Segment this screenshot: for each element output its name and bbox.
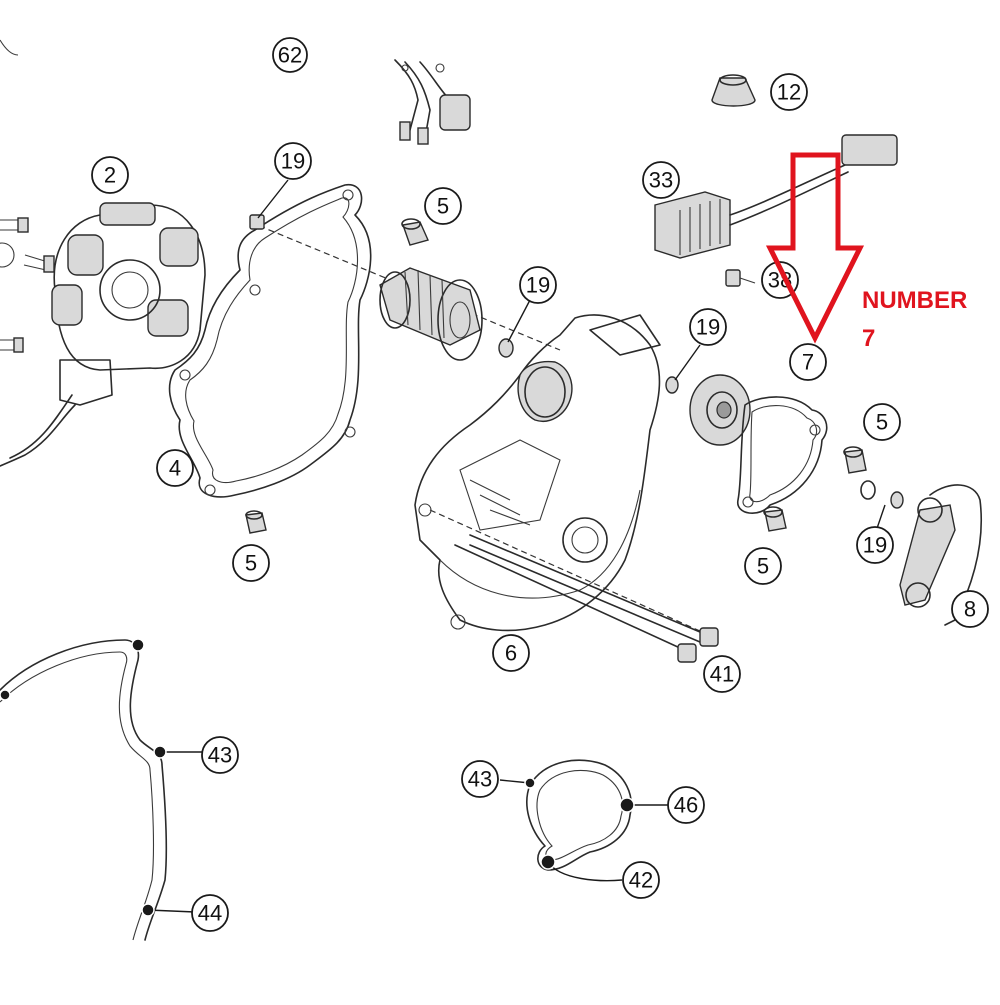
svg-text:NUMBER: NUMBER [862,287,967,314]
callout-19-middle: 19 [519,266,557,304]
svg-text:2: 2 [104,163,116,188]
callout-2: 2 [91,156,129,194]
svg-text:41: 41 [710,662,734,687]
svg-text:46: 46 [674,793,698,818]
svg-text:5: 5 [437,194,449,219]
callout-6: 6 [492,634,530,672]
svg-text:44: 44 [198,901,222,926]
dowel-pin-middle [763,506,787,532]
bolt-38 [725,269,756,287]
callout-5-left: 5 [232,544,270,582]
svg-text:12: 12 [777,80,801,105]
svg-text:4: 4 [169,456,181,481]
svg-text:7: 7 [802,350,814,375]
water-pump-gasket [526,759,632,871]
svg-text:19: 19 [863,533,887,558]
dowel-pin-right [843,446,867,474]
callout-5-lower-right: 5 [744,547,782,585]
svg-text:19: 19 [696,315,720,340]
callout-4: 4 [156,449,194,487]
screw-19-left [249,214,265,230]
clutch-cover-gasket [0,639,168,941]
callout-62: 62 [272,37,308,73]
callout-19-lower-right: 19 [856,526,894,564]
cover-bolts-41 [454,534,719,663]
voltage-regulator [654,134,898,259]
assembly-axis-line [249,221,561,351]
svg-text:33: 33 [649,168,673,193]
small-gasket [737,396,828,514]
ignition-cover [414,314,661,632]
callout-41: 41 [703,655,741,693]
gasket-dots [0,638,635,917]
dowel-pin-top [401,218,429,246]
callout-46: 46 [667,786,705,824]
wire-harness [0,39,471,145]
red-down-arrow-annotation [765,152,865,344]
svg-text:19: 19 [526,273,550,298]
washer-19-right [665,376,679,394]
svg-text:5: 5 [876,410,888,435]
annotation-label: NUMBER 7 [862,287,967,352]
stator-assembly [0,202,206,467]
svg-text:7: 7 [862,325,875,352]
svg-text:43: 43 [208,743,232,768]
callout-5-right: 5 [863,403,901,441]
svg-text:8: 8 [964,597,976,622]
dowel-pin-bottom-left [245,510,267,534]
intermediate-gear-7 [689,374,751,446]
cover-gasket [168,184,372,498]
starter-idler-gear [379,267,483,361]
callout-43-center: 43 [461,760,499,798]
svg-text:62: 62 [278,43,302,68]
svg-text:43: 43 [468,767,492,792]
svg-text:5: 5 [757,554,769,579]
callout-43-left: 43 [201,736,239,774]
svg-text:42: 42 [629,868,653,893]
callout-8: 8 [951,590,989,628]
svg-text:6: 6 [505,641,517,666]
svg-text:19: 19 [281,149,305,174]
callout-12: 12 [770,73,808,111]
callout-19-right: 19 [689,308,727,346]
callout-33: 33 [642,161,680,199]
bolt-axis-line [429,509,721,641]
callout-5-top: 5 [424,187,462,225]
callout-7: 7 [789,343,827,381]
callout-19-top: 19 [274,142,312,180]
svg-text:5: 5 [245,551,257,576]
washer-19-middle [498,338,514,358]
rubber-cap [711,74,756,107]
callout-44: 44 [191,894,229,932]
callout-42: 42 [622,861,660,899]
